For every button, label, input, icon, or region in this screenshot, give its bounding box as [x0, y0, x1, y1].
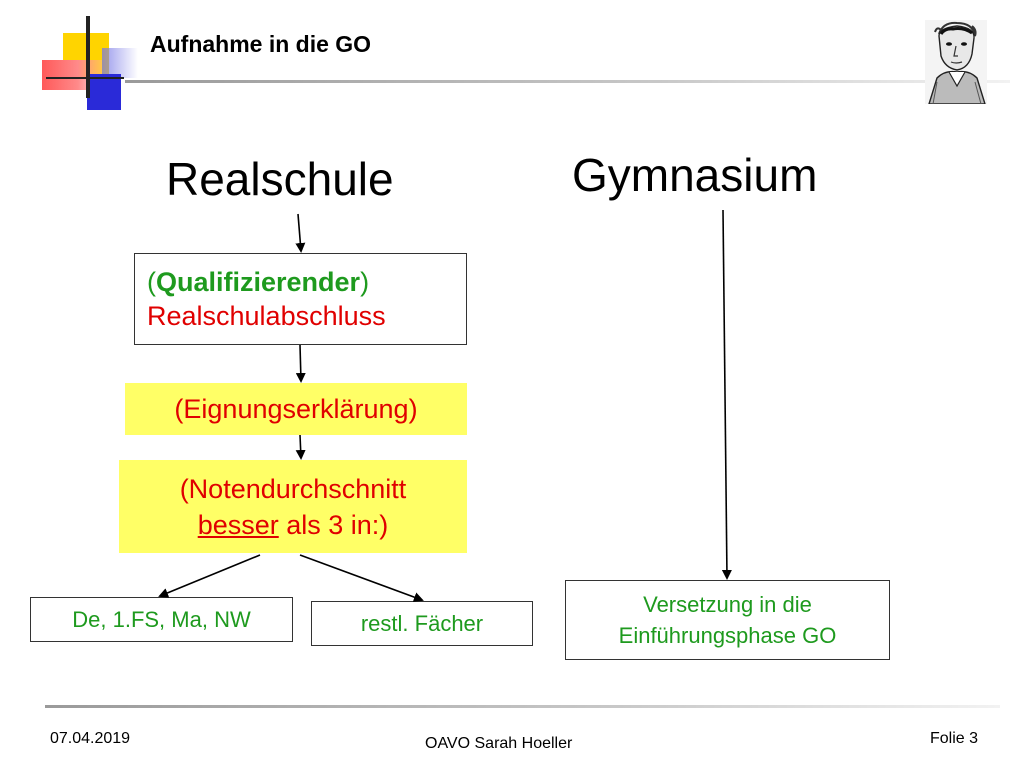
realschule-title: Realschule: [166, 153, 394, 205]
noten-underlined: besser: [197, 509, 279, 540]
arrow-noten-to-restl: [299, 554, 424, 602]
quali-close-paren: ): [360, 267, 370, 297]
logo-square-blue: [87, 74, 121, 110]
arrow-noten-to-kernfaecher: [158, 554, 261, 598]
footer-date: 07.04.2019: [50, 730, 131, 747]
versetzung-line1: Versetzung in die: [643, 592, 812, 617]
gymnasium-title: Gymnasium: [572, 149, 818, 201]
quali-word: Qualifizierender: [156, 267, 361, 297]
portrait-image: [925, 20, 987, 104]
noten-rest: als 3 in:): [278, 509, 389, 540]
realschulabschluss-box: (Qualifizierender) Realschulabschluss: [134, 253, 467, 345]
logo-horizontal-line: [46, 77, 124, 79]
logo-square-blue-fade: [102, 48, 138, 78]
arrow-gymnasium-to-versetzung: [721, 209, 732, 580]
eignungserklaerung-box: (Eignungserklärung): [125, 383, 467, 435]
quali-line1: (Qualifizierender): [147, 265, 369, 299]
footer-slide-number: Folie 3: [930, 730, 979, 747]
kernfaecher-box: De, 1.FS, Ma, NW: [30, 597, 293, 642]
arrow-realschule-to-abschluss: [295, 213, 306, 253]
header-title: Aufnahme in die GO: [150, 31, 372, 57]
quali-line2: Realschulabschluss: [147, 301, 386, 331]
quali-open-paren: (: [147, 267, 156, 297]
arrow-eignung-to-noten: [295, 434, 306, 460]
eignung-text: (Eignungserklärung): [174, 393, 418, 424]
versetzung-box: Versetzung in die Einführungsphase GO: [565, 580, 890, 660]
footer-author: OAVO Sarah Hoeller: [425, 735, 573, 752]
arrow-abschluss-to-eignung: [295, 344, 306, 383]
header-divider: [125, 80, 1010, 83]
notendurchschnitt-box: (Notendurchschnitt besser als 3 in:): [119, 460, 467, 553]
footer-divider: [45, 705, 1000, 708]
logo-vertical-line: [86, 16, 90, 98]
restl-text: restl. Fächer: [360, 610, 484, 636]
noten-line2: besser als 3 in:): [198, 507, 389, 543]
versetzung-line2: Einführungsphase GO: [618, 623, 837, 648]
noten-line1: (Notendurchschnitt: [179, 473, 407, 504]
de-text: De, 1.FS, Ma, NW: [72, 606, 251, 632]
